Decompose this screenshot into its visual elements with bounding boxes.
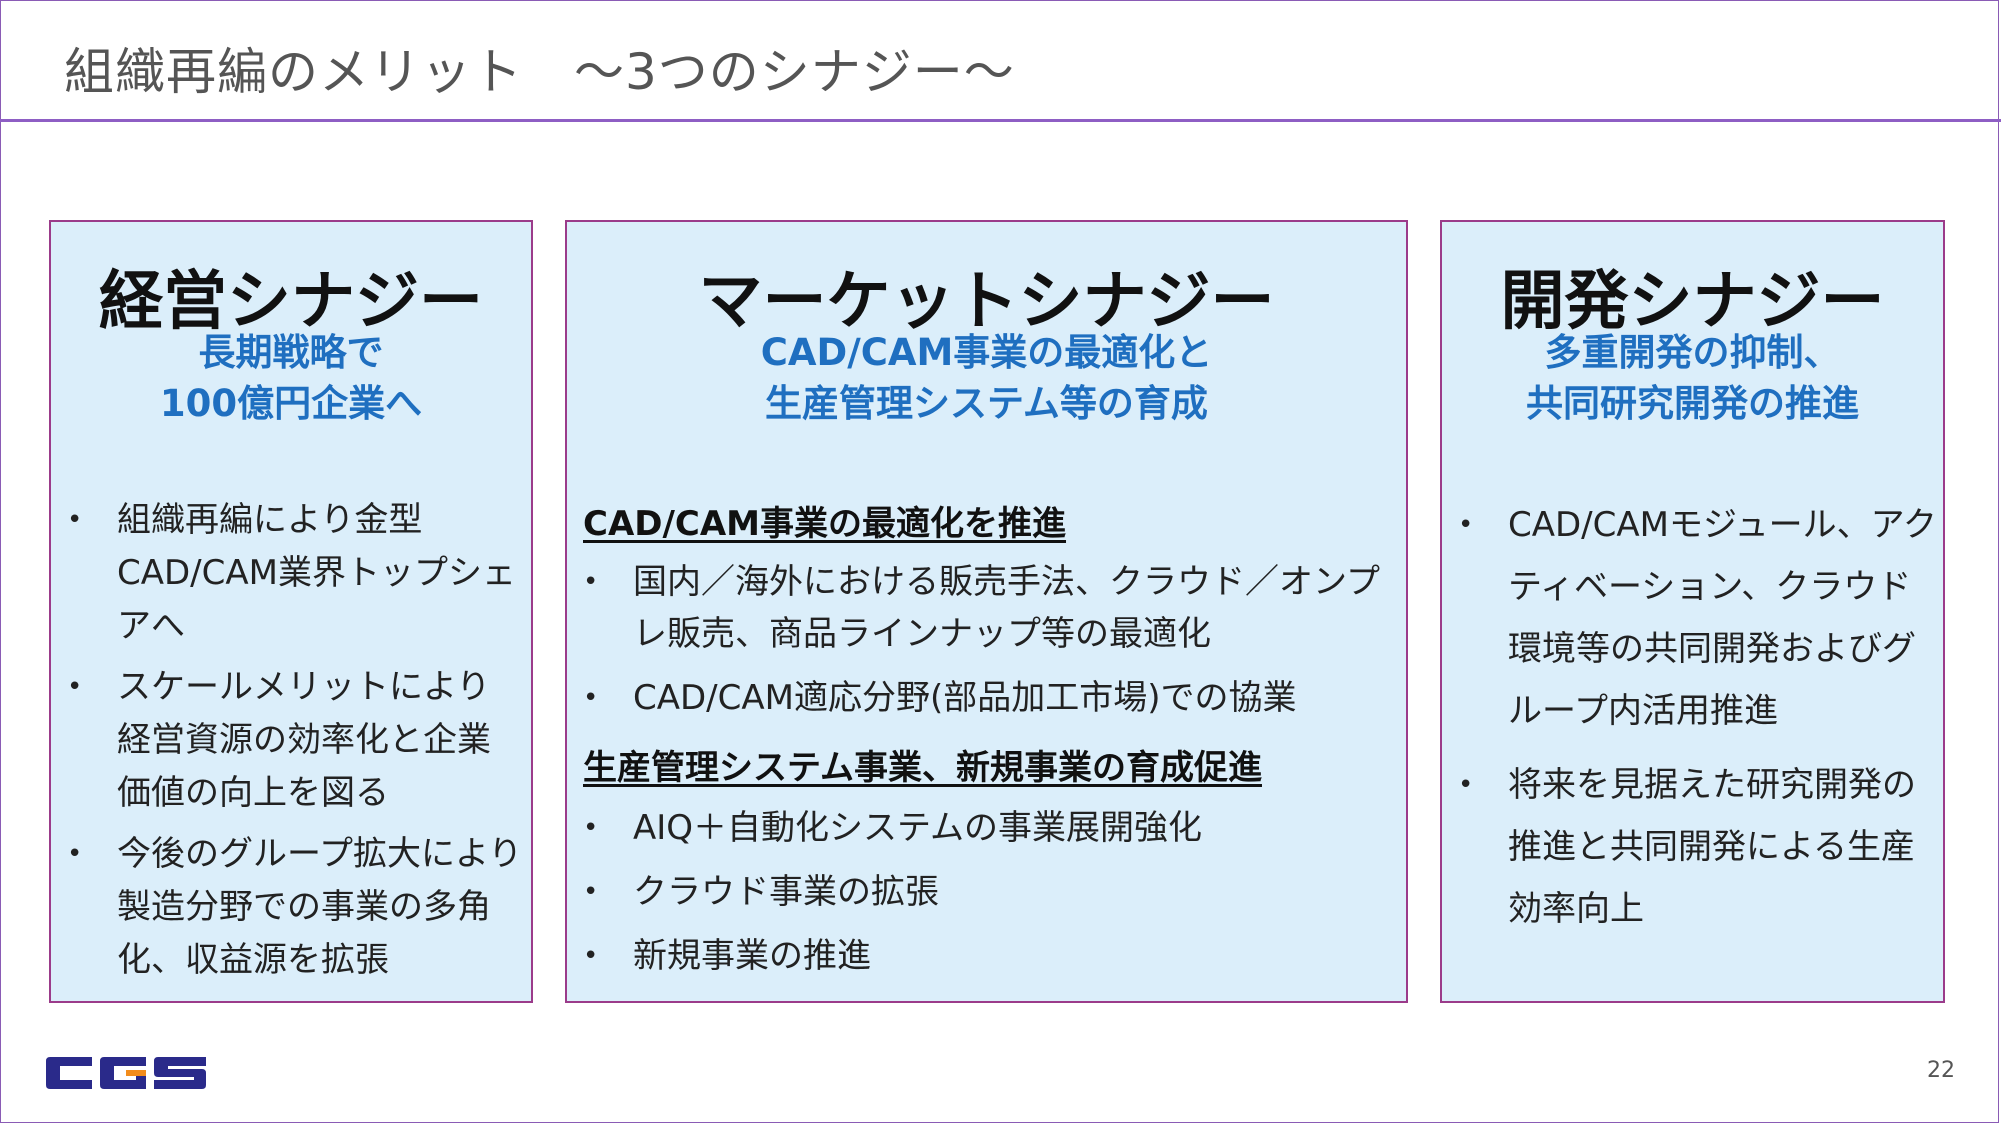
- list-item: • 将来を見据えた研究開発の推進と共同開発による生産効率向上: [1458, 754, 1938, 940]
- panel-subtitle: CAD/CAM事業の最適化と 生産管理システム等の育成: [567, 327, 1406, 429]
- bullet-icon: •: [583, 567, 599, 597]
- bullet-icon: •: [583, 813, 599, 843]
- bullet-icon: •: [583, 941, 599, 971]
- list-item-text: CAD/CAM適応分野(部品加工市場)での協業: [633, 678, 1297, 718]
- bullet-icon: •: [583, 877, 599, 907]
- list-item-text: CAD/CAMモジュール、アクティベーション、クラウド環境等の共同開発およびグル…: [1508, 505, 1937, 731]
- bullet-list: • CAD/CAMモジュール、アクティベーション、クラウド環境等の共同開発およびグ…: [1458, 494, 1938, 952]
- section-heading: CAD/CAM事業の最適化を推進: [583, 504, 1067, 544]
- subtitle-line: 多重開発の抑制、: [1544, 331, 1841, 374]
- subtitle-line: CAD/CAM事業の最適化と: [760, 331, 1213, 374]
- bullet-list: • 組織再編により金型CAD/CAM業界トップシェアへ • スケールメリットにより経…: [67, 494, 523, 995]
- list-item: • 今後のグループ拡大により製造分野での事業の多角化、収益源を拡張: [67, 828, 523, 987]
- bullet-icon: •: [67, 839, 83, 869]
- list-item-text: クラウド事業の拡張: [633, 872, 939, 912]
- bullet-icon: •: [1458, 510, 1474, 540]
- slide-title: 組織再編のメリット ～3つのシナジー～: [64, 43, 1015, 101]
- list-item-text: 今後のグループ拡大により製造分野での事業の多角化、収益源を拡張: [117, 834, 523, 980]
- list-item-text: 組織再編により金型CAD/CAM業界トップシェアへ: [117, 500, 516, 646]
- panel-heading: 開発シナジー: [1500, 265, 1885, 339]
- list-item: • クラウド事業の拡張: [583, 866, 1403, 918]
- development-synergy-panel: 開発シナジー 多重開発の抑制、 共同研究開発の推進 • CAD/CAMモジュール、…: [1440, 220, 1945, 1003]
- list-item: • AIQ＋自動化システムの事業展開強化: [583, 802, 1403, 854]
- bullet-list: • 国内／海外における販売手法、クラウド／オンプレ販売、商品ラインナップ等の最適化…: [583, 556, 1403, 736]
- list-item: • スケールメリットにより経営資源の効率化と企業価値の向上を図る: [67, 661, 523, 820]
- bullet-icon: •: [67, 672, 83, 702]
- page-number: 22: [1927, 1058, 1955, 1083]
- subtitle-line: 長期戦略で: [198, 331, 384, 374]
- market-synergy-panel: マーケットシナジー CAD/CAM事業の最適化と 生産管理システム等の育成 CA…: [565, 220, 1408, 1003]
- subtitle-line: 共同研究開発の推進: [1526, 382, 1859, 425]
- subtitle-line: 生産管理システム等の育成: [765, 382, 1208, 425]
- section-heading: 生産管理システム事業、新規事業の育成促進: [583, 748, 1262, 788]
- bullet-list: • AIQ＋自動化システムの事業展開強化 • クラウド事業の拡張 • 新規事業の推進: [583, 802, 1403, 994]
- list-item-text: AIQ＋自動化システムの事業展開強化: [633, 808, 1203, 848]
- list-item: • 新規事業の推進: [583, 930, 1403, 982]
- subtitle-line: 100億円企業へ: [159, 382, 423, 425]
- cgs-logo-icon: [46, 1057, 206, 1089]
- list-item: • CAD/CAMモジュール、アクティベーション、クラウド環境等の共同開発およびグ…: [1458, 494, 1938, 742]
- title-bar: 組織再編のメリット ～3つのシナジー～: [0, 0, 2001, 122]
- bullet-icon: •: [583, 683, 599, 713]
- panel-subtitle: 多重開発の抑制、 共同研究開発の推進: [1442, 327, 1943, 429]
- list-item: • 国内／海外における販売手法、クラウド／オンプレ販売、商品ラインナップ等の最適化: [583, 556, 1403, 660]
- list-item-text: 新規事業の推進: [633, 936, 871, 976]
- bullet-icon: •: [67, 505, 83, 535]
- panel-subtitle: 長期戦略で 100億円企業へ: [51, 327, 531, 429]
- panel-heading: 経営シナジー: [99, 265, 483, 339]
- management-synergy-panel: 経営シナジー 長期戦略で 100億円企業へ • 組織再編により金型CAD/CAM業…: [49, 220, 533, 1003]
- cgs-logo: [46, 1057, 206, 1089]
- panel-heading: マーケットシナジー: [698, 265, 1275, 339]
- list-item-text: 国内／海外における販売手法、クラウド／オンプレ販売、商品ラインナップ等の最適化: [633, 562, 1380, 654]
- list-item: • 組織再編により金型CAD/CAM業界トップシェアへ: [67, 494, 523, 653]
- list-item-text: スケールメリットにより経営資源の効率化と企業価値の向上を図る: [117, 667, 491, 813]
- list-item-text: 将来を見据えた研究開発の推進と共同開発による生産効率向上: [1508, 765, 1916, 929]
- bullet-icon: •: [1458, 770, 1474, 800]
- list-item: • CAD/CAM適応分野(部品加工市場)での協業: [583, 672, 1403, 724]
